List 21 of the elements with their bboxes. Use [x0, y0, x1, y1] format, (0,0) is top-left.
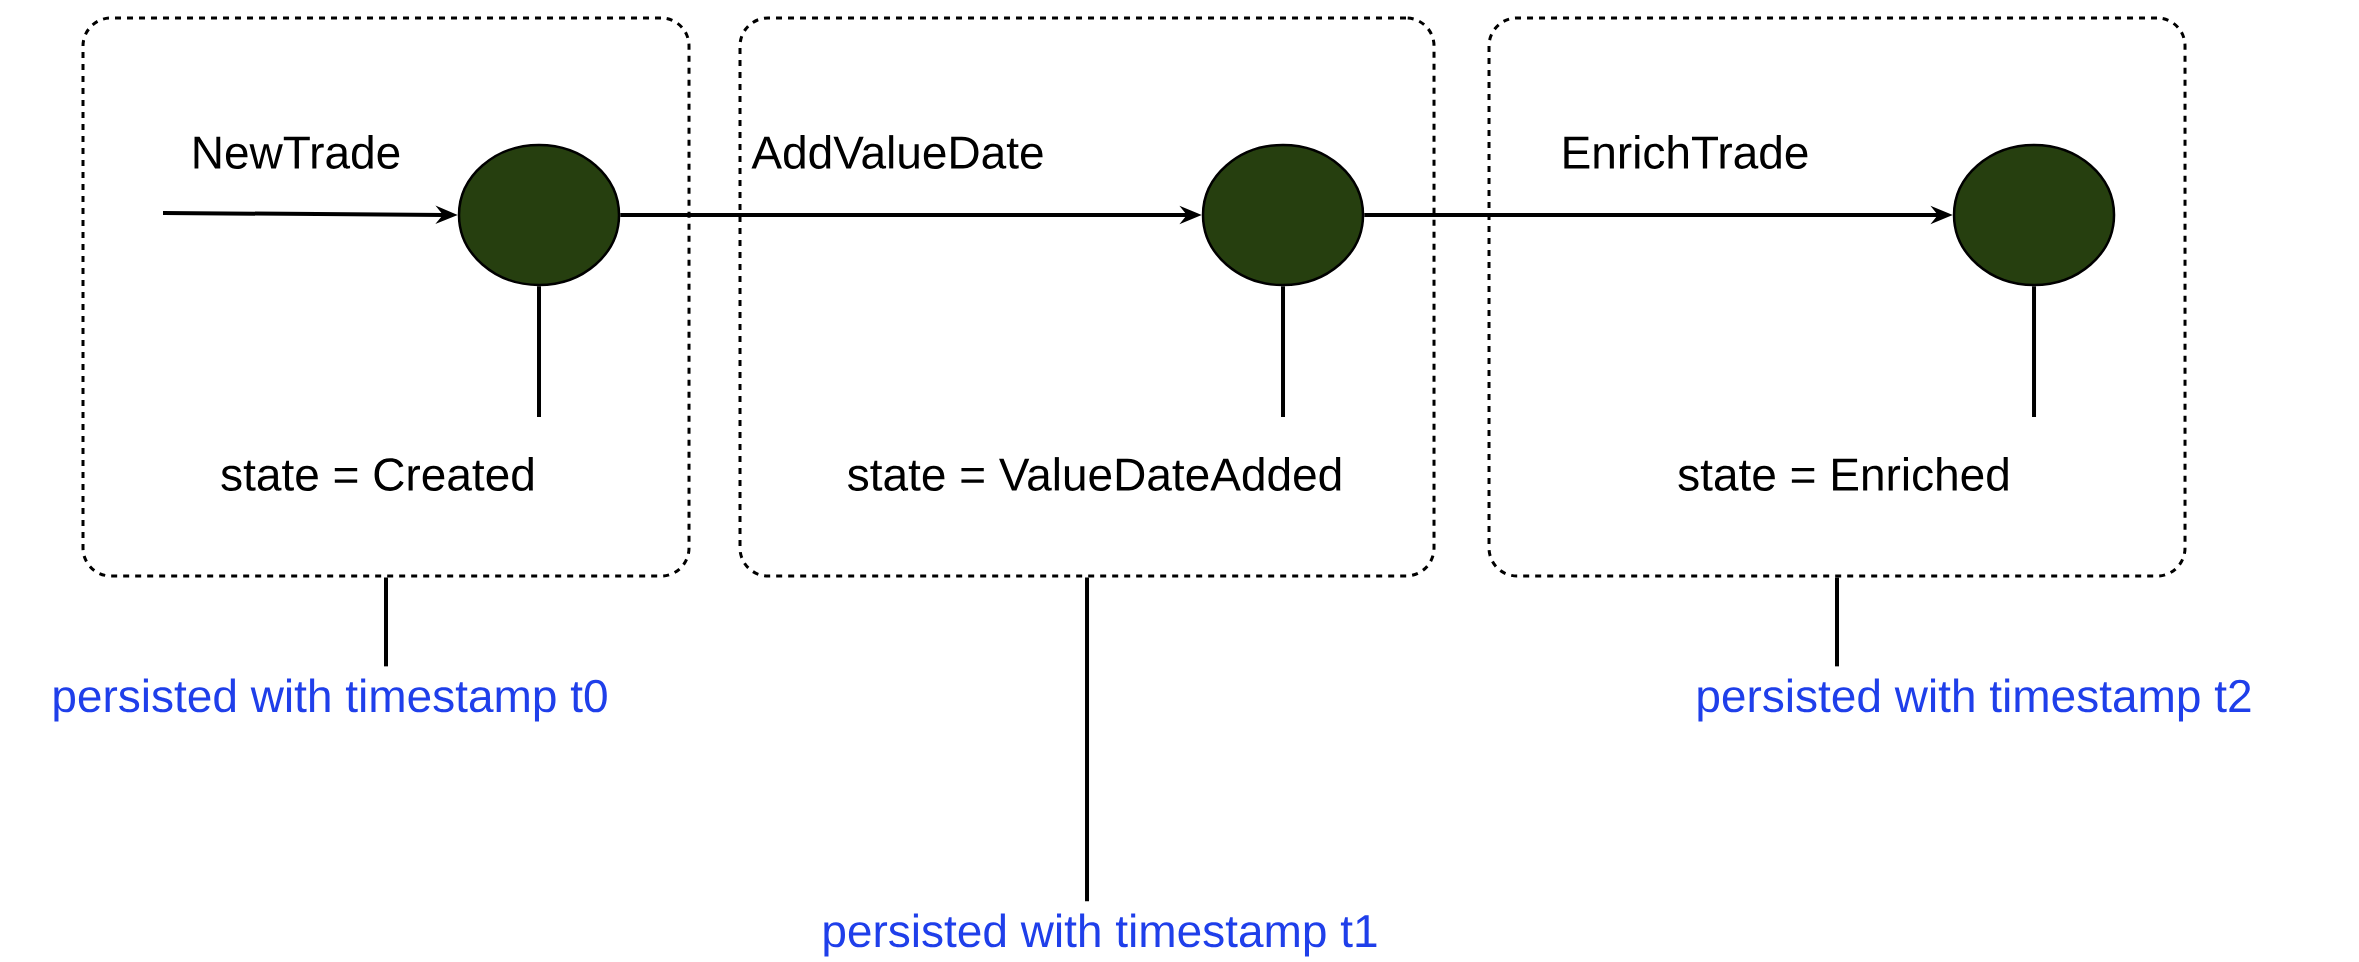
state-circle — [457, 143, 621, 287]
leader-line — [384, 577, 388, 667]
edge-label: AddValueDate — [751, 135, 1043, 169]
state-text: state = Created — [221, 457, 533, 491]
state-circle — [1952, 143, 2116, 287]
leader-line — [1281, 286, 1285, 417]
leader-line — [1085, 577, 1089, 902]
dashed-group-box — [81, 16, 691, 578]
edge-label: NewTrade — [194, 135, 400, 169]
timestamp-note: persisted with timestamp t2 — [1698, 678, 2251, 722]
edge-label: EnrichTrade — [1564, 135, 1808, 169]
state-text: state = Enriched — [1678, 457, 2008, 491]
state-text: state = ValueDateAdded — [848, 457, 1341, 491]
dashed-group-box — [1487, 16, 2187, 578]
timestamp-note: persisted with timestamp t1 — [824, 913, 1377, 957]
state-circle — [1201, 143, 1365, 287]
leader-line — [537, 286, 541, 417]
timestamp-note: persisted with timestamp t0 — [54, 678, 607, 722]
leader-line — [1835, 577, 1839, 667]
leader-line — [2032, 286, 2036, 417]
dashed-group-box — [738, 16, 1436, 578]
